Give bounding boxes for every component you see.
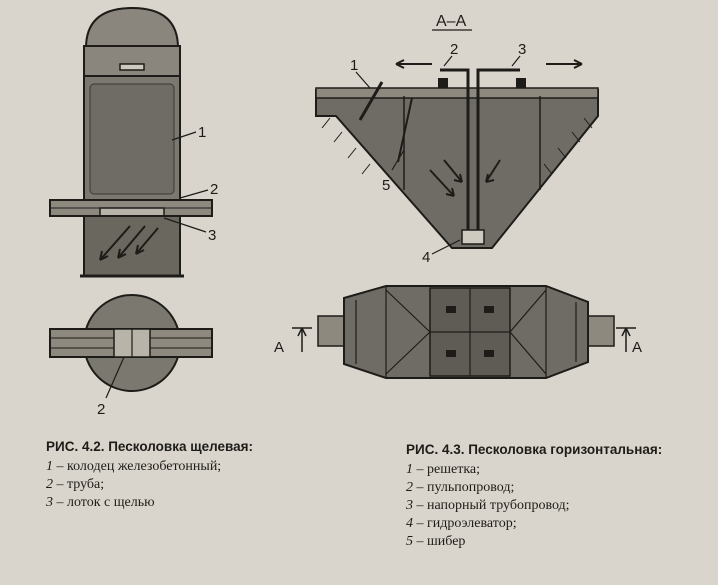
section-mark-left: А	[274, 339, 284, 356]
section-title: А–А	[436, 13, 467, 30]
fig-4-3-caption-item: 2 – пульпопровод;	[406, 480, 515, 495]
discharge-arrows	[395, 59, 583, 69]
fig-4-2-caption-item: 3 – лоток с щелью	[46, 495, 155, 510]
fig-4-3-caption: РИС. 4.3. Песколовка горизонтальная: 1 –…	[406, 441, 716, 551]
fig-4-3-caption-title: РИС. 4.3. Песколовка горизонтальная:	[406, 442, 663, 457]
fig-4-3-caption-item: 3 – напорный трубопровод;	[406, 498, 570, 513]
section-mark-right: А	[632, 339, 642, 356]
lower-chamber	[83, 215, 181, 277]
fig-4-3-section: А–А	[315, 13, 599, 266]
slurry-pipe	[440, 68, 470, 232]
fig-4-2-caption-item: 1 – колодец железобетонный;	[46, 459, 222, 474]
fig-4-2-plan: 2	[49, 294, 213, 418]
fig43-label-2: 2	[450, 41, 458, 58]
fig-4-3-caption-item: 4 – гидроэлеватор;	[406, 516, 517, 531]
fig42-label-3: 3	[208, 227, 216, 244]
plan-fittings	[446, 306, 494, 357]
fig42-plan-label-2: 2	[97, 401, 105, 418]
well-inner	[89, 83, 175, 195]
fig-4-2-caption-title: РИС. 4.2. Песколовка щелевая:	[46, 439, 254, 454]
hydroelevator	[461, 229, 485, 245]
fig-4-2-elevation: 1 2 3	[49, 6, 218, 278]
hopper-deck	[315, 87, 599, 99]
hopper-body	[315, 89, 599, 249]
fig-4-2-caption: РИС. 4.2. Песколовка щелевая: 1 – колоде…	[46, 438, 376, 512]
fig-4-3-caption-item: 1 – решетка;	[406, 462, 481, 477]
well-neck	[83, 45, 181, 77]
ground-hatch	[321, 117, 593, 175]
gate	[397, 97, 413, 163]
screen	[358, 81, 384, 121]
fig43-label-1: 1	[350, 57, 358, 74]
fig43-label-5: 5	[382, 177, 390, 194]
fig42-label-2: 2	[210, 181, 218, 198]
sediment-arrows	[429, 159, 501, 197]
well-dome	[84, 6, 180, 49]
fig43-label-3: 3	[518, 41, 526, 58]
plan-ribs	[355, 286, 577, 378]
inlet-pipe	[317, 315, 345, 347]
pressure-pipe	[476, 68, 520, 232]
outlet-pipe	[587, 315, 615, 347]
flow-arrows	[99, 225, 159, 261]
fig-4-2-caption-item: 2 – труба;	[46, 477, 105, 492]
fig-4-3-caption-item: 5 – шибер	[406, 534, 466, 549]
fig43-label-4: 4	[422, 249, 430, 266]
well-hatch	[119, 63, 145, 71]
fig-4-3-plan: А А	[274, 285, 642, 379]
fig42-label-1: 1	[198, 124, 206, 141]
section-marks	[292, 327, 636, 352]
